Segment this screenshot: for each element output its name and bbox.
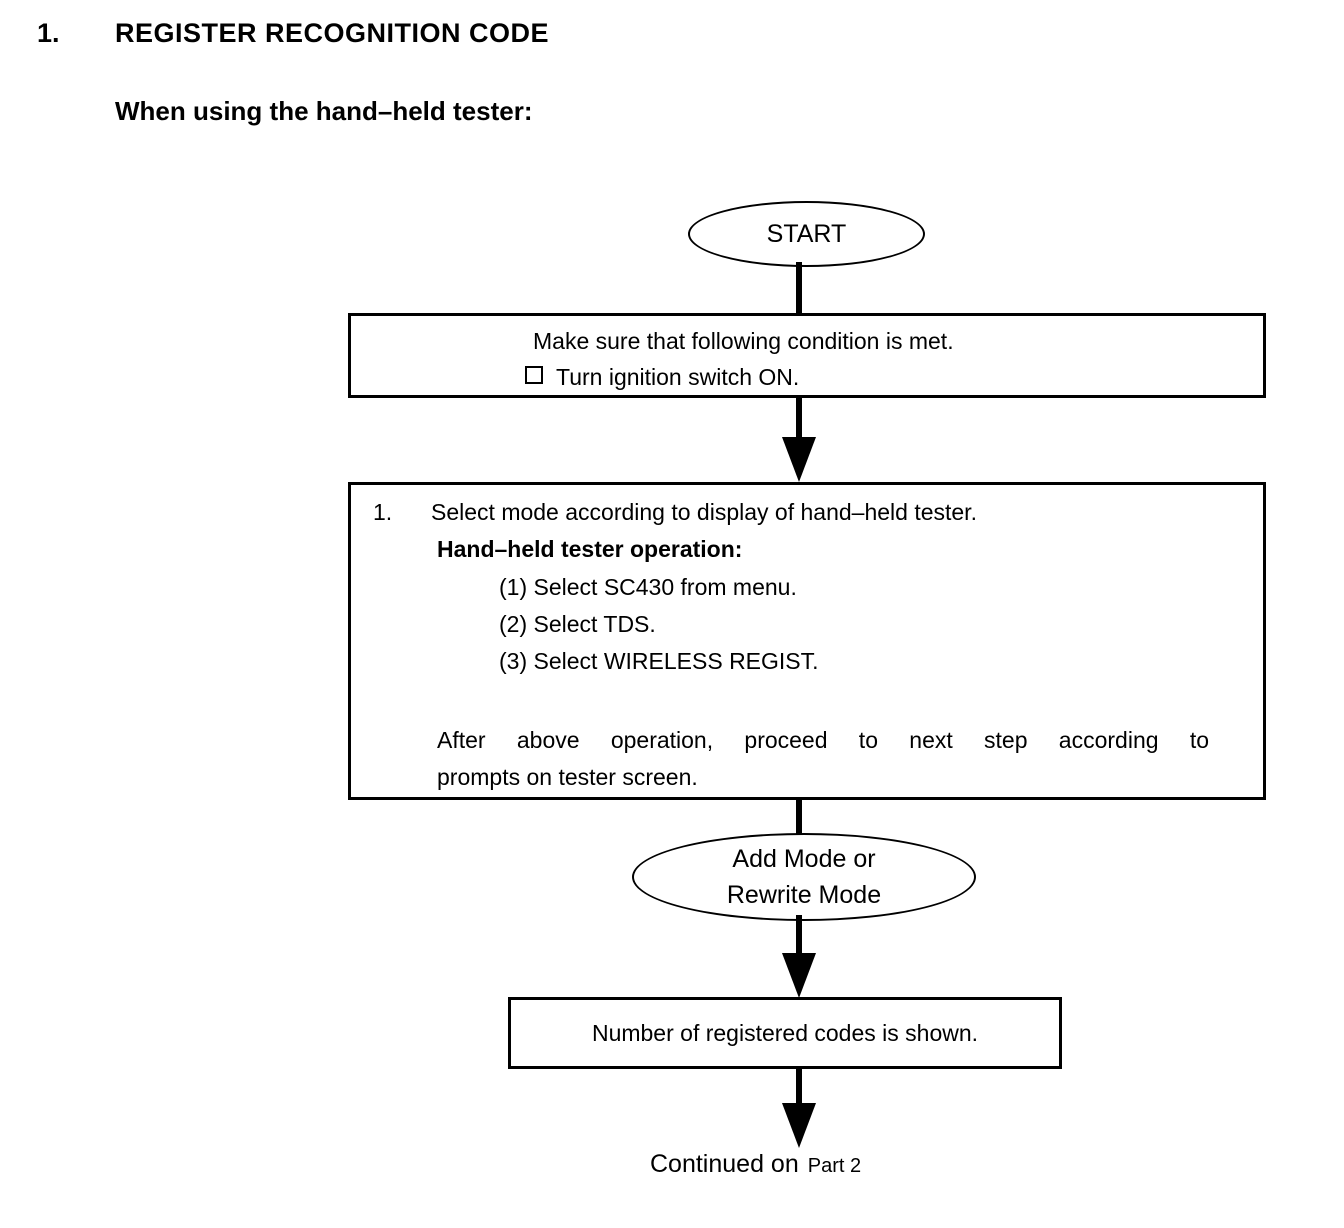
condition-line: Make sure that following condition is me…: [533, 328, 954, 354]
continued-text: Continued on: [650, 1150, 799, 1178]
flow-node-result: Number of registered codes is shown.: [508, 997, 1062, 1069]
step-substep-3: (3) Select WIRELESS REGIST.: [499, 648, 819, 674]
step-operation-heading: Hand–held tester operation:: [437, 536, 743, 562]
condition-checkbox-label: Turn ignition switch ON.: [556, 364, 800, 390]
result-label: Number of registered codes is shown.: [591, 1019, 979, 1046]
mode-label-line2: Rewrite Mode: [726, 881, 882, 909]
flow-connector: [796, 262, 802, 316]
step-instruction: Select mode according to display of hand…: [431, 499, 977, 525]
step-note-line1: After above operation, proceed to next s…: [437, 727, 1209, 753]
flow-connector: [796, 800, 802, 836]
flow-node-start: START: [688, 201, 925, 267]
checkbox-icon: [525, 366, 543, 384]
condition-content: Make sure that following condition is me…: [351, 316, 1263, 395]
mode-label-line1: Add Mode or: [732, 845, 876, 873]
section-subtitle: When using the hand–held tester:: [115, 96, 533, 126]
step-substep-2: (2) Select TDS.: [499, 611, 656, 637]
flow-connector: [796, 915, 802, 957]
continued-part: Part 2: [807, 1155, 862, 1177]
step-number: 1.: [373, 499, 393, 525]
flow-connector: [796, 396, 802, 440]
arrow-down-icon: [782, 437, 816, 482]
flow-connector: [796, 1067, 802, 1107]
condition-checkbox-row: Turn ignition switch ON.: [525, 359, 1263, 395]
step-note-line2: prompts on tester screen.: [437, 764, 698, 790]
step-substep-1: (1) Select SC430 from menu.: [499, 574, 797, 600]
flow-node-step: 1. Select mode according to display of h…: [348, 482, 1266, 800]
start-label: START: [766, 219, 847, 248]
flow-node-mode: Add Mode or Rewrite Mode: [632, 833, 976, 921]
flow-node-condition: Make sure that following condition is me…: [348, 313, 1266, 398]
section-title: REGISTER RECOGNITION CODE: [115, 18, 550, 48]
arrow-down-icon: [782, 1103, 816, 1148]
section-number: 1.: [37, 18, 60, 48]
continued-caption: Continued on Part 2: [650, 1150, 861, 1179]
arrow-down-icon: [782, 953, 816, 998]
